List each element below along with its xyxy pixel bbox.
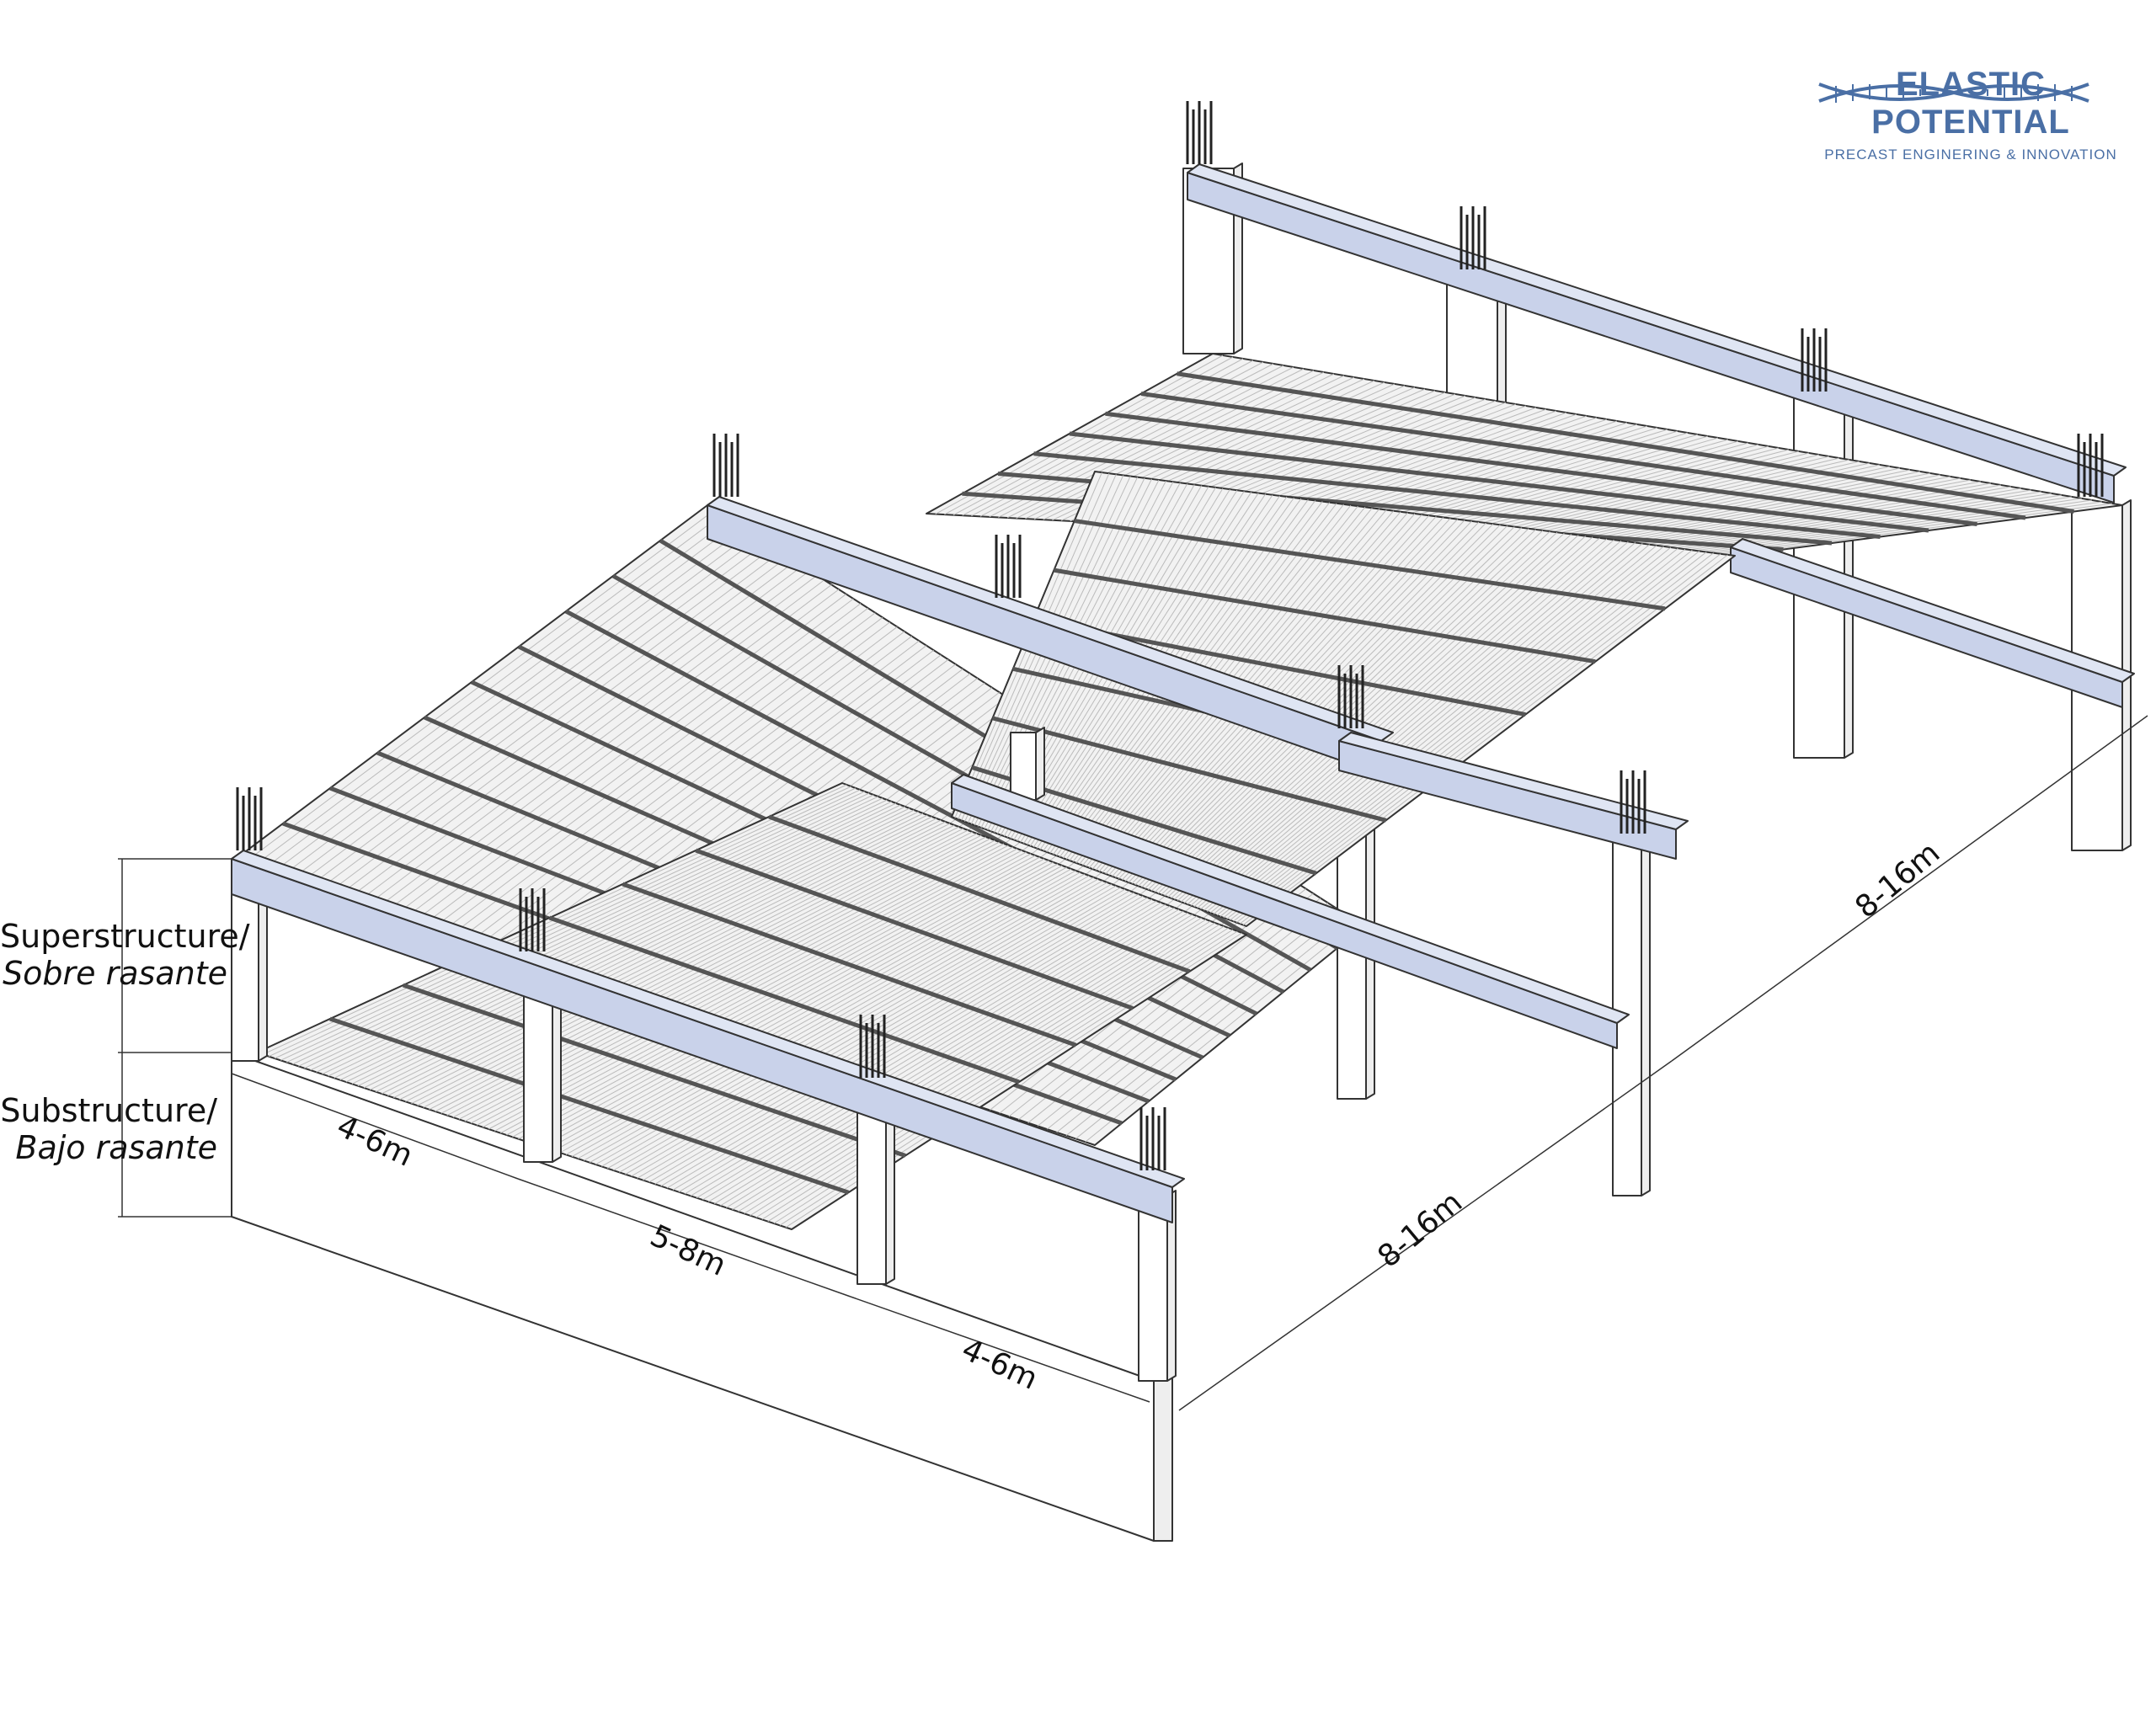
substructure-label-es: Bajo rasante [15,1129,217,1166]
slab-rib [1074,519,1666,611]
slab-hatch-line [1138,524,1501,887]
mid-column-top-side [1035,727,1045,801]
slab-hatch-line [1219,547,1678,917]
slab-hatch-line [1177,536,1586,902]
front-column-4-face [1138,1195,1168,1382]
slab-hatch-line [1203,543,1643,911]
slab-hatch-line [1183,537,1600,903]
slab-rib [1105,411,1977,526]
slab-hatch-line [1145,526,1515,889]
dimension-line-span-back [1671,715,2148,1062]
superstructure-label: Superstructure/ Sobre rasante [0,918,250,992]
slab-rib [1177,371,2074,514]
slab-hatch-line [1171,534,1572,899]
slab-hatch-line [1190,539,1614,906]
slab-rib [1140,392,2026,520]
slab-hatch-line [1207,544,1650,913]
slab-rib [1054,568,1596,664]
slab-rib [402,983,906,1158]
back-lower-beam-face [1730,546,2123,708]
slab-hatch-line [1193,540,1622,908]
slab-hatch-line [1197,541,1629,909]
level-brackets [118,858,232,1218]
slab-hatch-line [1209,545,1657,914]
slab-rib [1033,451,1881,539]
rebar-mid-4 [1620,770,1646,834]
middle-upper-beam-top [707,496,1394,742]
rebar-back-2 [1460,206,1486,269]
rebar-back-4 [2077,434,2104,497]
slab-hatch-line [1167,532,1565,898]
rebar-front-3 [859,1015,886,1078]
front-column-2 [523,967,562,1163]
brand-block: ELASTIC POTENTIAL PRECAST ENGINERING & I… [1811,66,2131,163]
slab-hatch-line [1230,551,1700,921]
superstructure-label-en: Superstructure/ [0,918,250,955]
slab-hatch-line [1174,535,1579,900]
superstructure-label-es: Sobre rasante [3,955,227,992]
middle-side-beam-top [1338,732,1689,830]
substructure-wall [231,1052,1173,1542]
back-lower-beam-top [1730,538,2135,683]
brand-tagline: PRECAST ENGINERING & INNOVATION [1824,147,2117,163]
mid-column-2-side [1641,836,1651,1196]
substructure-label: Substructure/ Bajo rasante [0,1092,217,1166]
slab-hatch-line [1200,542,1636,910]
mid-column-2 [1612,836,1651,1196]
rebar-mid-3 [1337,665,1364,728]
slab-hatch-line [1141,525,1508,888]
lower-slab [256,782,1247,1230]
rebar-mid-2 [995,535,1022,598]
dimension-line-bay-left [231,1073,519,1180]
middle-side-beam [1338,732,1689,860]
slab-hatch-line [1242,554,1728,925]
mid-column-top [1010,727,1045,801]
dimension-line-bay-right [850,1296,1150,1403]
slab-hatch-line [1213,546,1664,914]
substructure-wall-end [1153,1367,1173,1542]
slab-hatch-line [1239,553,1721,925]
mid-column-top-face [1010,732,1037,801]
dimension-line-bay-middle [517,1178,851,1298]
precast-bridge-wave-logo-icon [1818,83,2089,103]
slab-hatch-line [1187,538,1608,905]
middle-upper-beam [707,496,1394,775]
front-column-4 [1138,1190,1177,1382]
slab-hatch-line [1180,536,1593,903]
slab-rib [1069,431,1929,533]
rebar-front-2 [519,888,546,951]
slab-hatch-line [1226,549,1693,919]
middle-lower-beam [951,774,1630,1049]
slab-rib [695,848,1134,1010]
rebar-mid-1 [712,434,739,497]
slab-hatch-line [1216,546,1672,916]
front-main-beam-top [231,850,1185,1188]
slab-hatch-line [1147,527,1523,891]
slab-hatch-line [1236,552,1714,924]
slab-rib [991,716,1387,823]
rebar-back-1 [1186,101,1213,164]
back-lower-beam [1730,538,2135,708]
dimension-lines [231,715,2148,1411]
slab-hatch-line [1164,531,1558,897]
rebar-front-1 [236,787,263,850]
slab-hatch-line [1233,552,1707,922]
rebar-front-4 [1139,1107,1166,1170]
rebar-back-3 [1801,328,1828,392]
back-top-beam-top [1187,163,2127,477]
front-main-beam [231,850,1185,1223]
middle-lower-beam-top [951,774,1630,1024]
back-top-beam [1187,163,2127,504]
slab-hatch-line [1223,548,1686,919]
front-column-3-face [857,1094,887,1285]
slab-rib [329,1016,850,1195]
substructure-label-en: Substructure/ [0,1092,217,1129]
slab-rib [548,915,1020,1084]
slab-rib [622,882,1077,1047]
slab-rib [768,814,1191,974]
dimension-line-span-front [1178,1060,1673,1411]
